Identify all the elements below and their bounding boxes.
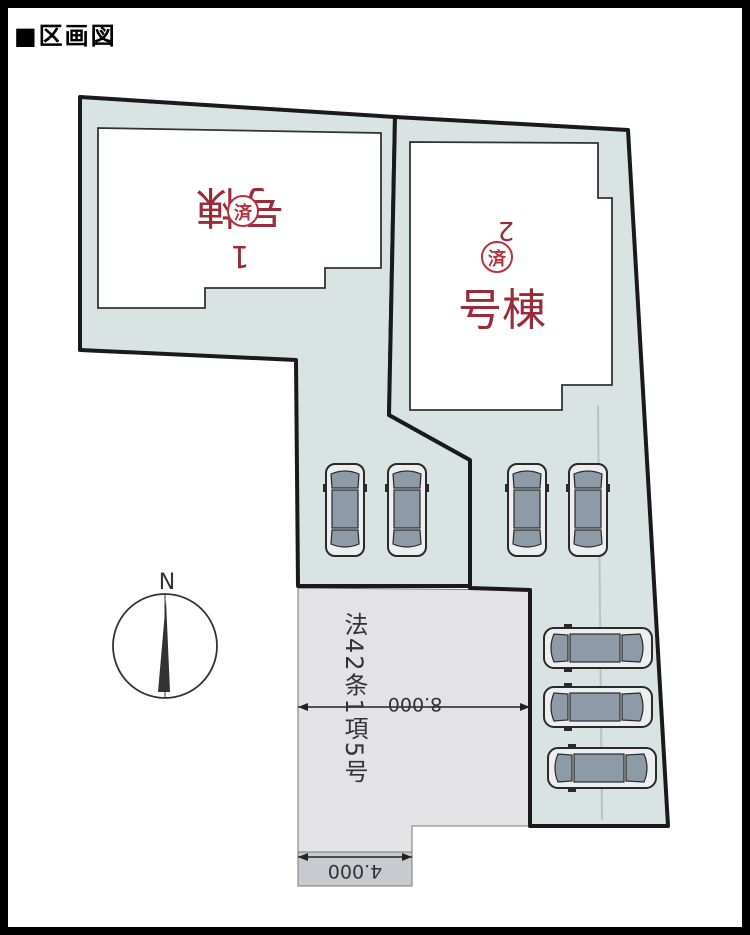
car-icon [547,743,657,793]
building-1-stamp: 済 [227,195,259,227]
svg-text:済: 済 [234,202,253,224]
road-area [297,587,531,853]
svg-text:済: 済 [488,248,507,270]
dimension-4000-label: 4.000 [328,860,382,882]
building-2-stamp: 済 [481,241,513,273]
stamp-icon [227,195,259,227]
building-2-footprint [409,141,613,411]
compass-north-label: N [159,570,175,595]
road-designation: 法42条1項5号 [340,612,368,785]
stamp-icon [481,241,513,273]
car-icon [322,463,368,557]
dimension-4000: 4.000 [298,853,412,882]
dimension-8000-label: 8.000 [388,693,442,715]
building-1-number: 1 [230,238,249,273]
car-icon [543,623,653,673]
building-2-number: 2 [498,215,515,245]
car-icon [384,463,430,557]
building-2-name: 号棟 [458,285,546,336]
car-icon [504,463,550,557]
page-title: ■区画図 [14,22,117,50]
compass-icon: N [112,570,218,699]
car-icon [543,682,653,732]
dimension-8000: 8.000 [298,693,530,715]
building-2-label: 2 号棟 [458,215,546,336]
car-icon [565,463,611,557]
